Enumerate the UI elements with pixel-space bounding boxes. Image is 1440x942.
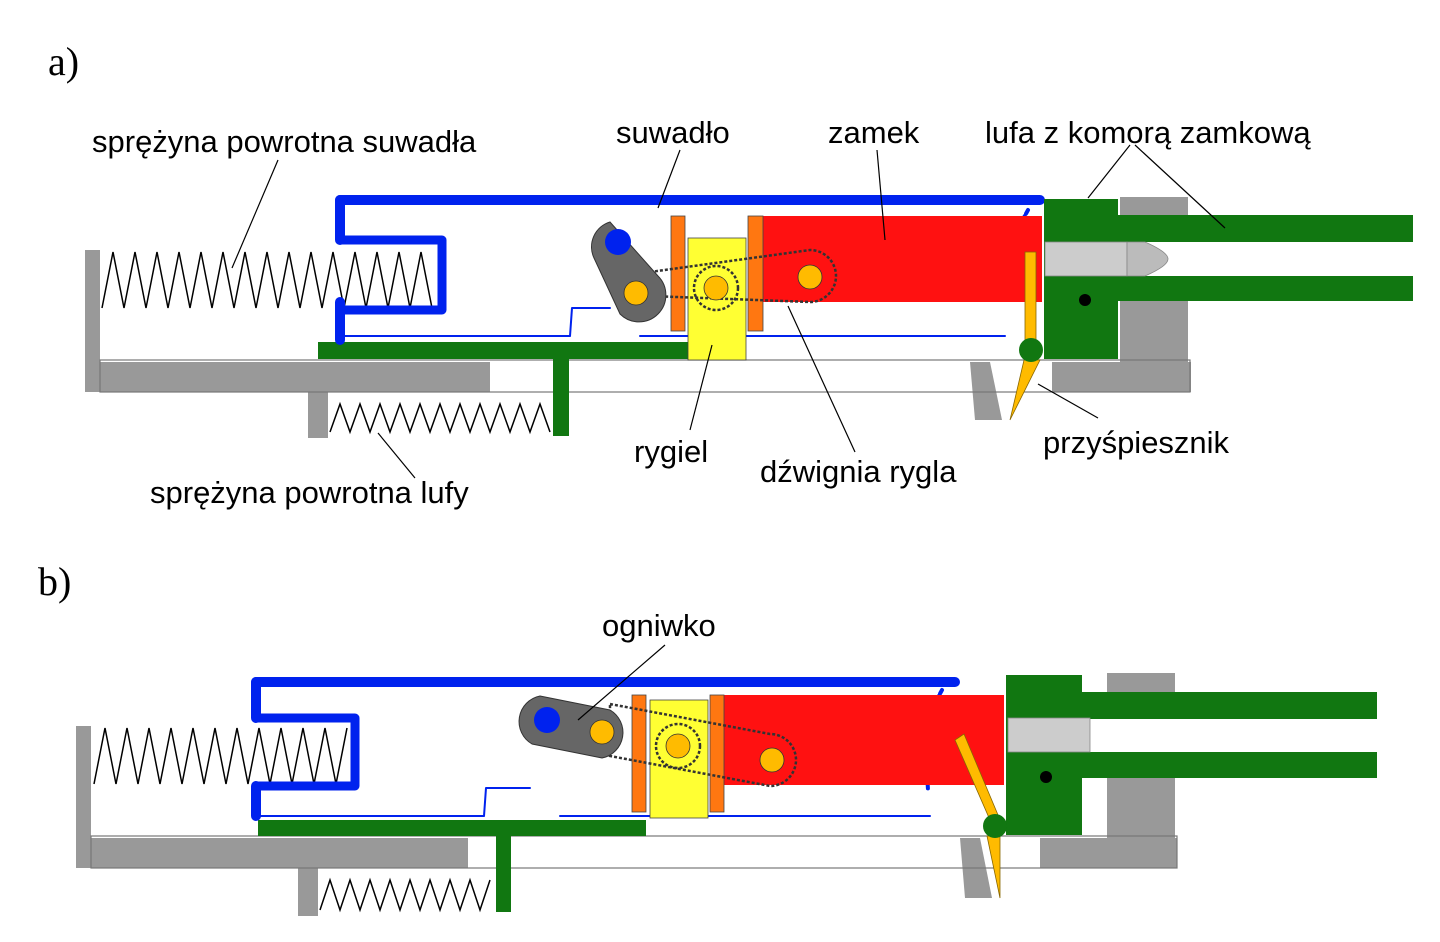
barrel-return-spring-b xyxy=(319,877,491,913)
lever-plate-rear-b xyxy=(709,694,725,813)
barrel-pin-b xyxy=(1040,771,1052,783)
locking-lever-b xyxy=(608,702,798,788)
lever-plate-front-a xyxy=(670,215,686,332)
panel-a: a) xyxy=(48,39,1413,510)
panel-b-letter: b) xyxy=(38,559,71,604)
label-locking-piece: rygiel xyxy=(634,434,708,469)
label-lever: dźwignia rygla xyxy=(760,454,957,489)
barrel-extension-b xyxy=(258,820,646,912)
cartridge-a xyxy=(1044,241,1169,277)
barrel-extension-a xyxy=(318,342,688,436)
label-slide: suwadło xyxy=(616,115,730,150)
slide-return-spring-a xyxy=(101,251,433,309)
accelerator-b xyxy=(954,733,1007,899)
leader-lines-a xyxy=(231,144,1226,479)
pivot-locking-piece-b xyxy=(665,733,691,759)
cartridge-b xyxy=(1007,717,1091,753)
link-b xyxy=(518,695,624,759)
label-accelerator: przyśpiesznik xyxy=(1043,425,1230,460)
locking-lever-a xyxy=(648,248,838,312)
lever-plate-rear-a xyxy=(747,215,764,332)
label-bolt: zamek xyxy=(828,115,920,150)
leader-line-link xyxy=(577,644,666,721)
link-a xyxy=(591,221,667,323)
panel-b: b) xyxy=(38,559,1377,916)
label-slide-return-spring: sprężyna powrotna suwadła xyxy=(92,124,477,159)
label-barrel-return-spring: sprężyna powrotna lufy xyxy=(150,475,469,510)
barrel-a xyxy=(1044,199,1413,359)
slide-return-spring-b xyxy=(93,727,348,785)
lever-plate-front-b xyxy=(631,694,647,813)
pivot-bolt-b xyxy=(759,747,785,773)
barrel-return-spring-a xyxy=(329,401,551,435)
bolt-a xyxy=(762,216,1042,302)
panel-a-letter: a) xyxy=(48,39,79,84)
barrel-pin-a xyxy=(1079,294,1091,306)
barrel-b xyxy=(1006,675,1377,835)
pivot-locking-piece-a xyxy=(703,275,729,301)
label-link: ogniwko xyxy=(602,608,716,643)
accelerator-a xyxy=(1009,251,1043,421)
pivot-bolt-a xyxy=(797,264,823,290)
label-barrel: lufa z komorą zamkową xyxy=(985,115,1311,150)
